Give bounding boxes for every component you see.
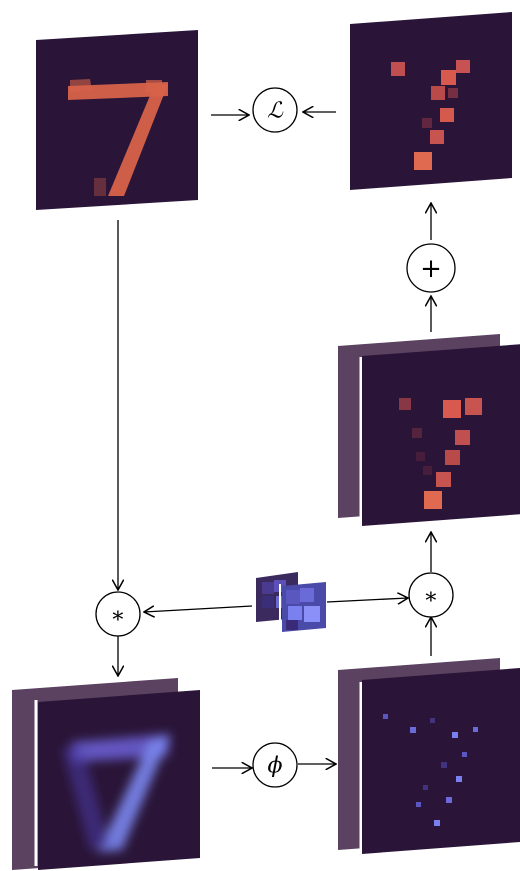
input-image <box>36 30 198 210</box>
phi-node: ϕ <box>252 742 298 788</box>
blurred-feature-stack <box>12 678 200 870</box>
arrow-kernel-to-left-conv <box>144 605 253 612</box>
blurred-digit-seven <box>62 734 170 852</box>
reconstruction-digit-blocks <box>391 60 470 170</box>
sum-node: + <box>406 243 456 293</box>
connectors <box>118 112 431 768</box>
conv-right-symbol: ∗ <box>424 585 439 610</box>
phi-symbol: ϕ <box>268 754 283 779</box>
input-digit-seven <box>68 79 168 196</box>
kernel-filters <box>256 572 326 632</box>
conv-node-left: ∗ <box>95 591 141 637</box>
feature-map-stack-upper <box>338 334 520 526</box>
conv-node-right: ∗ <box>408 572 454 618</box>
sum-symbol: + <box>420 254 442 284</box>
feature-map-digit-blocks <box>399 398 482 509</box>
sparse-activations <box>383 714 478 826</box>
arrow-kernel-to-right-conv <box>326 598 408 602</box>
sparse-feature-stack <box>338 658 520 854</box>
reconstruction-image <box>350 12 512 190</box>
loss-symbol: ℒ <box>267 99 284 124</box>
loss-node: ℒ <box>252 87 298 133</box>
conv-left-symbol: ∗ <box>111 604 126 629</box>
